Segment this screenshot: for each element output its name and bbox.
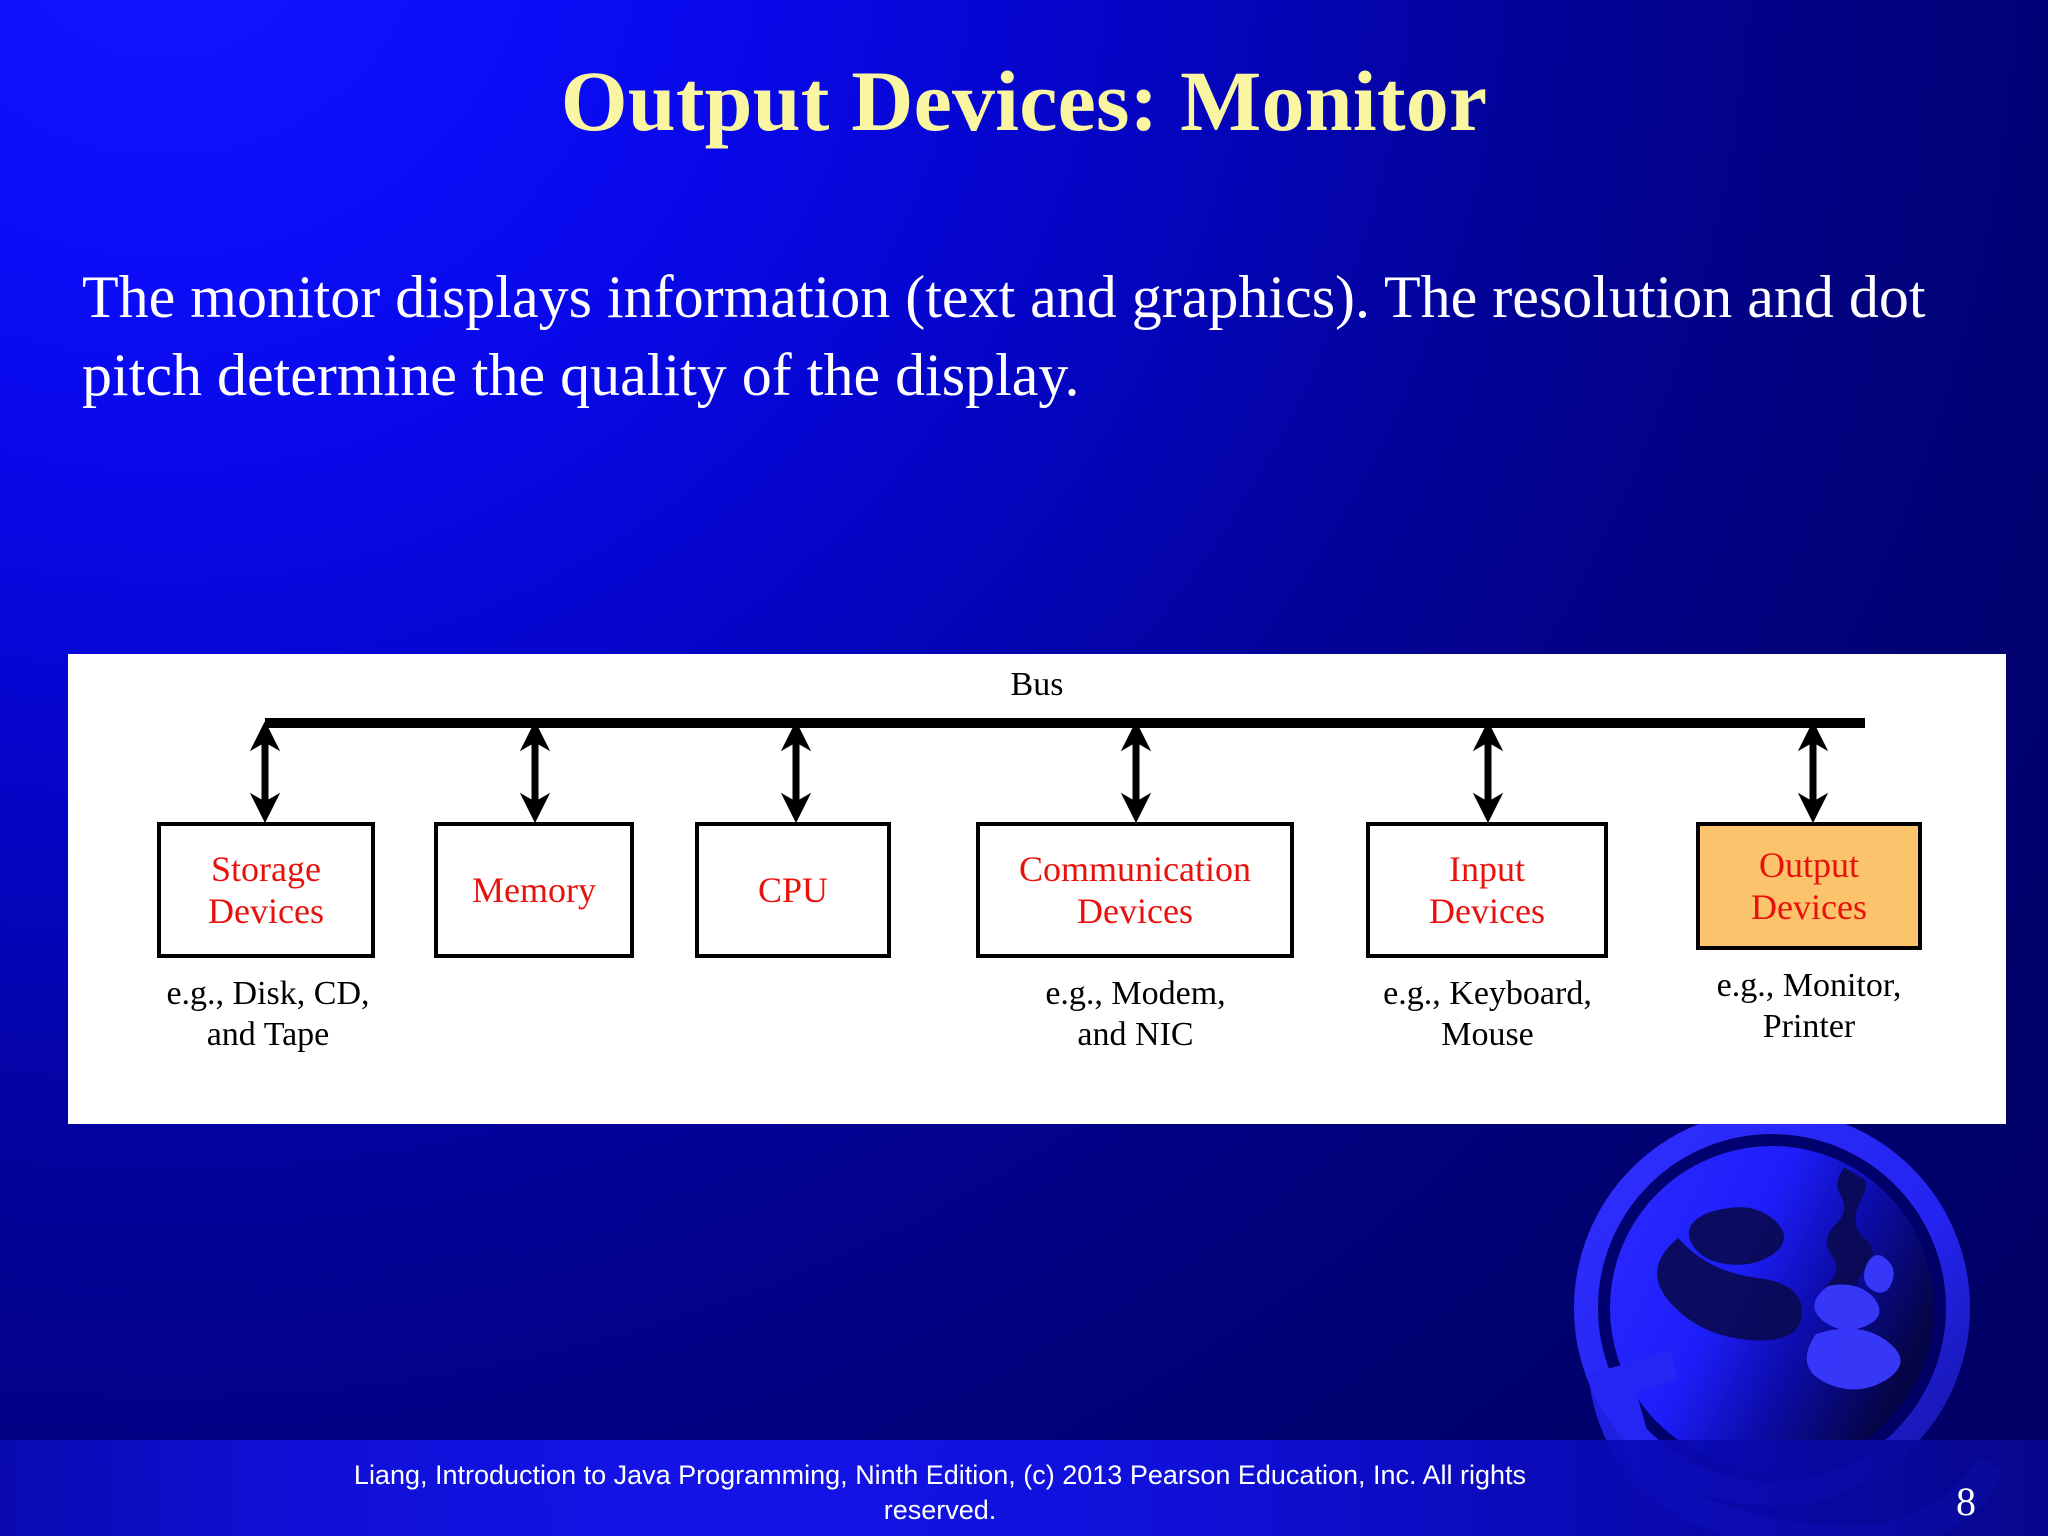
diagram-caption-input-devices: e.g., Keyboard, Mouse — [1383, 975, 1592, 1053]
computer-architecture-diagram: Bus — [68, 654, 2006, 1124]
footer-band — [0, 1440, 2048, 1536]
diagram-box-label: Communication Devices — [1019, 848, 1251, 931]
diagram-box-label: Memory — [472, 869, 596, 910]
connector-arrow-cpu — [774, 722, 818, 822]
diagram-caption-output-devices: e.g., Monitor, Printer — [1716, 967, 1902, 1045]
slide-title: Output Devices: Monitor — [560, 53, 1488, 149]
footer-copyright: Liang, Introduction to Java Programming,… — [353, 1459, 1527, 1525]
diagram-box-label: Input Devices — [1429, 848, 1545, 931]
bus-label: Bus — [1010, 666, 1064, 703]
diagram-box-label: Output Devices — [1751, 844, 1867, 927]
connector-arrow-output — [1791, 722, 1835, 822]
diagram-caption-storage-devices: e.g., Disk, CD, and Tape — [166, 975, 370, 1053]
slide-body-text: The monitor displays information (text a… — [82, 264, 1926, 408]
diagram-box-memory[interactable]: Memory — [434, 822, 634, 958]
bus-line — [265, 718, 1865, 728]
diagram-box-storage-devices[interactable]: Storage Devices — [157, 822, 375, 958]
connector-arrow-memory — [513, 722, 557, 822]
diagram-box-communication-devices[interactable]: Communication Devices — [976, 822, 1294, 958]
diagram-box-label: CPU — [757, 869, 829, 910]
diagram-box-output-devices[interactable]: Output Devices — [1696, 822, 1922, 950]
connector-arrow-input — [1466, 722, 1510, 822]
connector-arrow-storage — [243, 722, 287, 822]
connector-arrow-communication — [1114, 722, 1158, 822]
diagram-box-label: Storage Devices — [208, 848, 324, 931]
diagram-box-input-devices[interactable]: Input Devices — [1366, 822, 1608, 958]
diagram-caption-communication-devices: e.g., Modem, and NIC — [1045, 975, 1226, 1053]
diagram-box-cpu[interactable]: CPU — [695, 822, 891, 958]
slide-page-number: 8 — [1956, 1479, 1976, 1524]
